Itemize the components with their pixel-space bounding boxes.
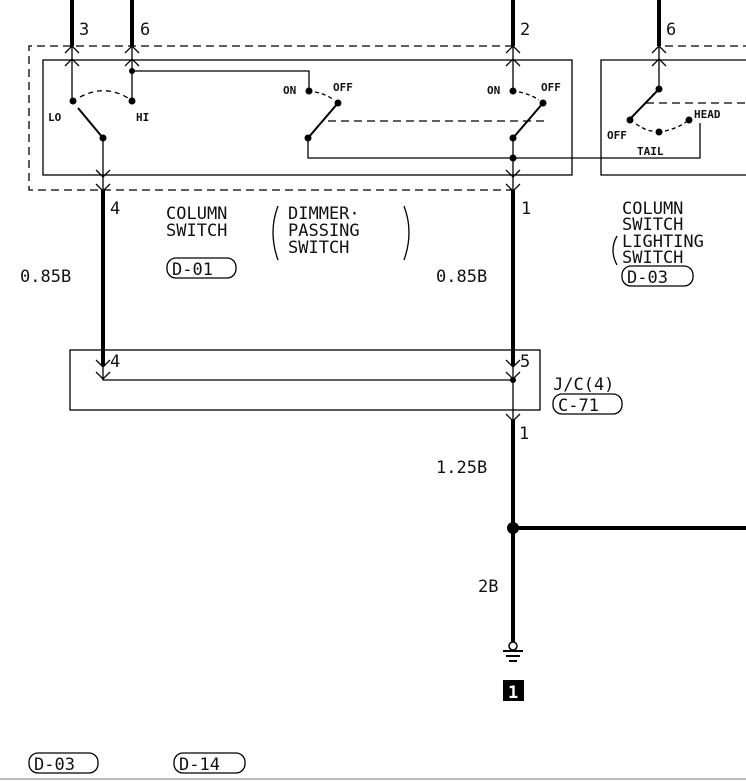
jc-name: J/C(4) [553, 375, 614, 395]
pin-6-label: 6 [140, 20, 150, 40]
lighting-sub-1: LIGHTING [622, 232, 704, 252]
pin-2-label: 2 [520, 20, 530, 40]
ground-symbol [503, 641, 523, 662]
on-label-2: ON [487, 84, 500, 97]
switch-sub-2: PASSING [288, 221, 360, 241]
off-label-2: OFF [541, 81, 561, 94]
switch-name-2: SWITCH [166, 221, 227, 241]
lighting-switch: 6 OFF TAIL HEAD COLUMN SWITCH LIGHTING S… [600, 0, 746, 288]
wire-ground-label: 2B [478, 577, 498, 597]
footer-connector-d03: D-03 [34, 755, 75, 775]
switch-sub-1: DIMMER· [288, 204, 360, 224]
lighting-pin-6: 6 [666, 20, 676, 40]
wire-left-label: 0.85B [20, 267, 71, 287]
ground-point-number: 1 [508, 683, 518, 703]
pin-1-label: 1 [521, 199, 531, 219]
lighting-name-1: COLUMN [622, 199, 683, 219]
lighting-name-2: SWITCH [622, 215, 683, 235]
pin-4-label: 4 [110, 199, 120, 219]
jc-pin-4: 4 [110, 352, 120, 372]
connector-d01: D-01 [172, 260, 213, 280]
off-label: OFF [333, 81, 353, 94]
connector-d03: D-03 [627, 268, 668, 288]
hi-label: HI [136, 111, 149, 124]
switch-sub-3: SWITCH [288, 238, 349, 258]
jc-pin-1: 1 [519, 424, 529, 444]
off-label-lighting: OFF [607, 129, 627, 142]
on-label: ON [283, 84, 296, 97]
connector-c71: C-71 [558, 396, 599, 416]
dimmer-switch: 3 6 2 LO HI ON OFF [28, 0, 701, 280]
footer-connector-d14: D-14 [179, 755, 220, 775]
switch-name-1: COLUMN [166, 204, 227, 224]
wire-right-label: 0.85B [436, 267, 487, 287]
lo-label: LO [48, 111, 62, 124]
pin-3-label: 3 [79, 20, 89, 40]
tail-label: TAIL [637, 145, 664, 158]
lighting-sub-2: SWITCH [622, 248, 683, 268]
junction-connector: 4 5 1 J/C(4) C-71 [69, 349, 623, 444]
wire-trunk-label: 1.25B [436, 458, 487, 478]
ground-point-badge [503, 680, 524, 701]
jc-pin-5: 5 [520, 352, 530, 372]
head-label: HEAD [694, 108, 721, 121]
